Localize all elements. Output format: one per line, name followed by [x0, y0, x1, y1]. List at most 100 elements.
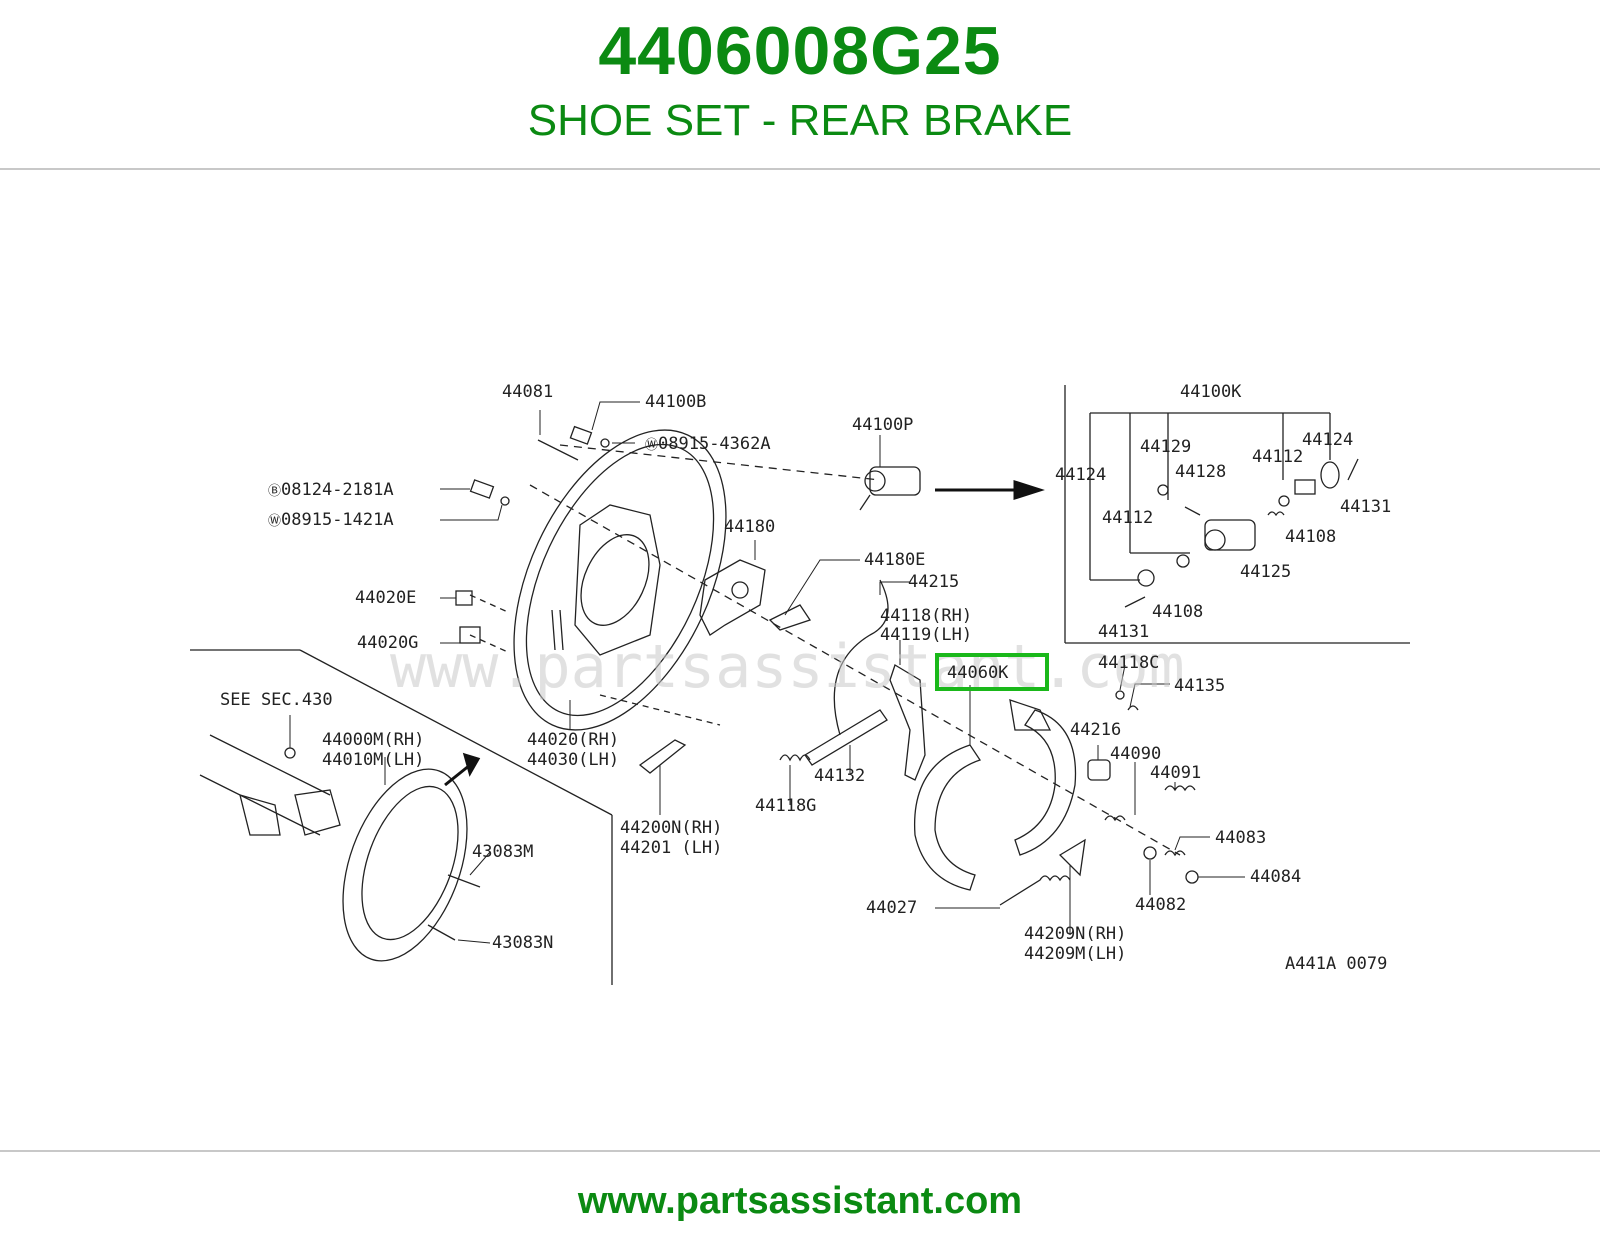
label-44131b: 44131: [1098, 622, 1149, 642]
bolt-081242181: [469, 479, 495, 499]
label-44100B: 44100B: [645, 392, 706, 412]
label-081242181: Ⓑ08124-2181A: [268, 480, 394, 500]
lever-44118: [889, 664, 926, 781]
grommet-44020G: [459, 626, 481, 644]
leader-44100B: [591, 401, 640, 431]
inset-seal-44108: [1176, 554, 1190, 568]
drum-assembly-inner: [361, 785, 459, 941]
backing-plate-stamping: [574, 504, 661, 656]
label-44081: 44081: [502, 382, 553, 402]
leader-089151421: [440, 504, 503, 521]
shoe-bracket: [1009, 699, 1052, 731]
axle-frame-slope: [299, 649, 613, 816]
spring-44215: [833, 579, 889, 736]
inset-leader-branches: [1090, 552, 1190, 581]
inset-seal-44112: [1278, 495, 1290, 507]
label-44135: 44135: [1174, 676, 1225, 696]
parts-diagram: www.partsassistant.com 44081 44100B Ⓦ089…: [180, 335, 1420, 1015]
inset-bleeder-44131b: [1347, 458, 1359, 481]
cup-44084: [1185, 870, 1199, 884]
axle-housing-bottom: [199, 774, 321, 836]
plug-44020E: [455, 590, 473, 606]
cup-44082: [1143, 846, 1157, 860]
label-44112b: 44112: [1102, 508, 1153, 528]
label-44180: 44180: [724, 517, 775, 537]
label-44112a: 44112: [1252, 447, 1303, 467]
spring-44091: [1164, 785, 1196, 792]
watermark-text: www.partsassistant.com: [390, 632, 1185, 702]
inset-cylinder-bore: [1204, 529, 1226, 551]
wheel-cylinder-end: [864, 470, 886, 492]
leader-43083N: [457, 939, 491, 944]
label-44128: 44128: [1175, 462, 1226, 482]
hub-flange: [294, 789, 341, 836]
spring-44118G: [779, 754, 811, 762]
label-44108a: 44108: [1285, 527, 1336, 547]
label-44200N: 44200N(RH): [620, 818, 722, 838]
label-44100P: 44100P: [852, 415, 913, 435]
label-44027: 44027: [866, 898, 917, 918]
arrow-drum-head: [462, 752, 481, 777]
label-44020G: 44020G: [357, 633, 418, 653]
label-44132: 44132: [814, 766, 865, 786]
bolt-43083N: [427, 924, 456, 941]
inset-piston-44108: [1294, 479, 1316, 495]
pin-44200N: [638, 739, 687, 774]
axle-housing-top: [209, 734, 331, 796]
nut-seesec430: [284, 747, 296, 759]
assembly-axis: [529, 484, 1181, 856]
spring-44027: [999, 875, 1071, 906]
label-44180E: 44180E: [864, 550, 925, 570]
label-44091: 44091: [1150, 763, 1201, 783]
leader-44180E: [784, 559, 860, 616]
wheel-cylinder-bleeder: [859, 494, 871, 511]
label-44030: 44030(LH): [527, 750, 619, 770]
label-44125: 44125: [1240, 562, 1291, 582]
label-44124b: 44124: [1302, 430, 1353, 450]
label-44119: 44119(LH): [880, 625, 972, 645]
washer-089154362: [600, 438, 610, 448]
bolt-43083M: [447, 874, 481, 888]
inset-leader-tree: [1089, 412, 1331, 580]
part-44180E: [768, 604, 812, 631]
washer-089151421: [500, 496, 510, 506]
arrow-to-inset-head: [1013, 479, 1045, 501]
axis-44020G: [469, 634, 511, 654]
clip-44135: [1127, 705, 1139, 711]
label-44000M: 44000M(RH): [322, 730, 424, 750]
bolt-44100B: [569, 425, 593, 445]
leader-44118C: [1119, 664, 1126, 691]
backing-plate-slot: [551, 609, 564, 651]
footer-website[interactable]: www.partsassistant.com: [577, 1180, 1023, 1222]
inset-cup-44112: [1137, 569, 1155, 587]
label-44131a: 44131: [1340, 497, 1391, 517]
label-44083: 44083: [1215, 828, 1266, 848]
header-divider: [0, 168, 1600, 170]
label-44010M: 44010M(LH): [322, 750, 424, 770]
inset-boot-44124: [1320, 461, 1340, 489]
clip-44118C: [1115, 690, 1125, 700]
parts-diagram-svg: www.partsassistant.com 44081 44100B Ⓦ089…: [190, 382, 1410, 985]
leader-44135: [1129, 683, 1170, 708]
label-089151421: Ⓦ08915-1421A: [268, 510, 394, 530]
strut-44132: [804, 709, 888, 766]
label-44209M: 44209M(LH): [1024, 944, 1126, 964]
label-44215: 44215: [908, 572, 959, 592]
bolt-44081: [537, 439, 579, 461]
part-description: SHOE SET - REAR BRAKE: [527, 96, 1073, 145]
header: 4406008G25 SHOE SET - REAR BRAKE: [0, 0, 1600, 170]
inset-cap-44129: [1157, 484, 1169, 496]
brake-shoe-front: [913, 744, 982, 891]
lever-44180: [699, 559, 766, 636]
lever-44209: [1058, 838, 1086, 877]
label-43083M: 43083M: [472, 842, 533, 862]
backing-plate-hub: [580, 534, 650, 626]
label-seesec430: SEE SEC.430: [220, 690, 333, 710]
label-44100K: 44100K: [1180, 382, 1242, 402]
figure-code: A441A 0079: [1285, 954, 1387, 974]
inset-cylinder-body: [1204, 519, 1256, 551]
brake-shoe-rear: [1014, 709, 1077, 856]
backing-plate-inner: [525, 443, 715, 717]
label-44020: 44020(RH): [527, 730, 619, 750]
axle-bracket: [239, 794, 281, 836]
